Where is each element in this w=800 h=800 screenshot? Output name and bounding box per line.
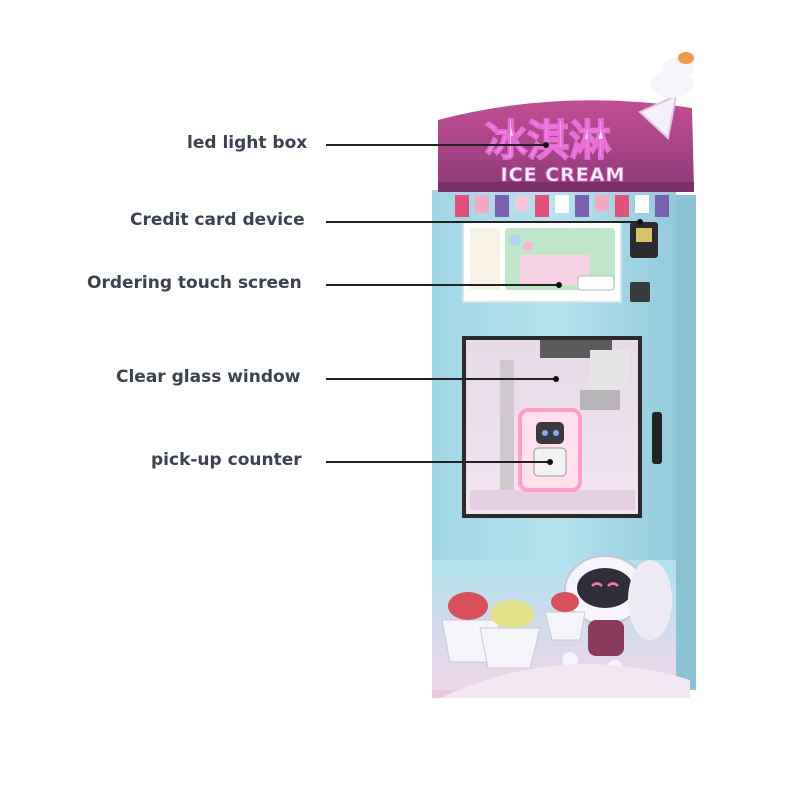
sign-english-title: ICE CREAM: [501, 164, 626, 186]
label-clear-glass-window: Clear glass window: [116, 367, 301, 387]
ordering-touch-screen: [462, 221, 622, 303]
ice-cream-cups-art: [436, 592, 690, 700]
led-light-box: 冰淇淋 ICE CREAM: [438, 52, 694, 192]
label-credit-card-device: Credit card device: [130, 210, 305, 230]
awning-stripes: [455, 195, 669, 217]
leader-dot-pickup-counter: [547, 459, 553, 465]
leader-dot-clear-glass-window: [553, 376, 559, 382]
leader-line-led-light-box: [326, 144, 546, 146]
label-led-light-box: led light box: [187, 133, 308, 153]
label-ordering-touch-screen: Ordering touch screen: [87, 273, 302, 293]
leader-dot-credit-card-device: [637, 219, 643, 225]
ice-cream-cone-icon: [638, 52, 694, 140]
leader-line-ordering-touch-screen: [326, 284, 559, 286]
leader-line-clear-glass-window: [326, 378, 556, 380]
leader-line-pickup-counter: [326, 461, 550, 463]
door-handle: [652, 412, 662, 464]
pick-up-counter: [518, 408, 582, 492]
credit-card-device: [630, 222, 658, 302]
leader-dot-ordering-touch-screen: [556, 282, 562, 288]
leader-dot-led-light-box: [543, 142, 549, 148]
sign-chinese-title: 冰淇淋: [485, 116, 611, 165]
leader-line-credit-card-device: [326, 221, 640, 223]
label-pickup-counter: pick-up counter: [151, 450, 302, 470]
